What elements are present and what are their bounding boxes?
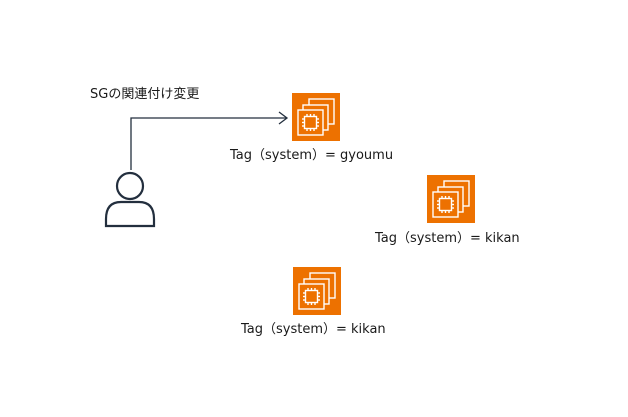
user-icon <box>104 171 156 228</box>
ec2-instance-gyoumu <box>292 93 340 141</box>
ec2-instance-kikan-2 <box>293 267 341 315</box>
ec2-instance-kikan-1 <box>427 175 475 223</box>
instance-tag-label-kikan-1: Tag（system）= kikan <box>375 231 520 246</box>
instance-tag-label-gyoumu: Tag（system）= gyoumu <box>230 148 394 163</box>
association-arrow <box>130 111 289 170</box>
instance-tag-label-kikan-2: Tag（system）= kikan <box>241 322 386 337</box>
arrow-label: SGの関連付け変更 <box>90 87 200 102</box>
